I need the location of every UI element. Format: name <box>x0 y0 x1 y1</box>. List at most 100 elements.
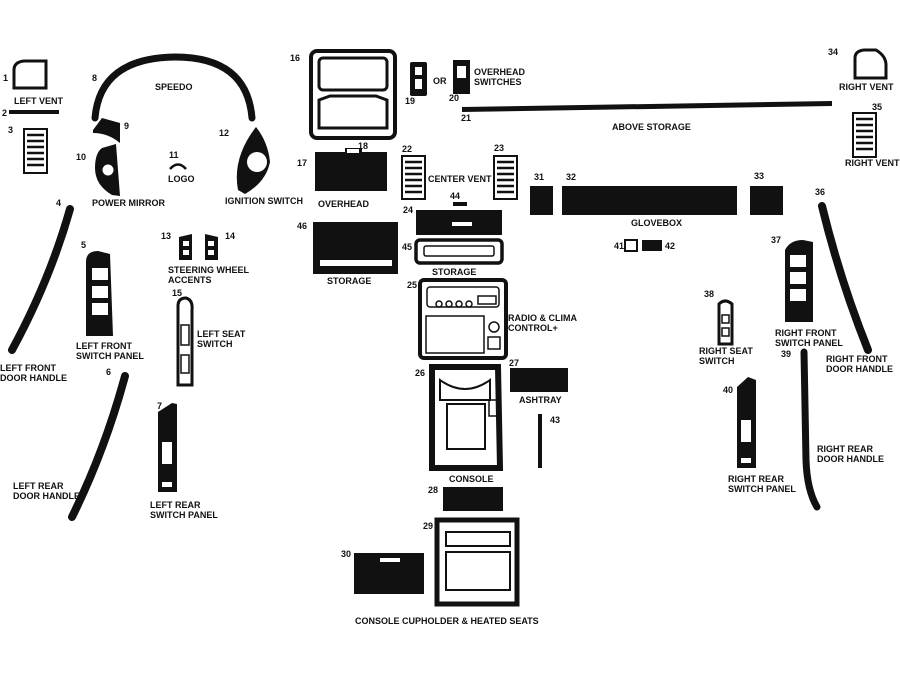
label-storage-left: STORAGE <box>327 276 371 286</box>
label-left-rear-door-handle: LEFT REAR DOOR HANDLE <box>13 481 80 501</box>
part-14-steering-accent-right <box>205 234 218 260</box>
part-number-8: 8 <box>92 73 97 83</box>
part-number-26: 26 <box>415 368 425 378</box>
part-23-center-vent-right <box>493 155 518 200</box>
part-number-38: 38 <box>704 289 714 299</box>
label-left-vent: LEFT VENT <box>14 96 64 106</box>
part-number-36: 36 <box>815 187 825 197</box>
part-39-right-rear-door-handle <box>800 348 821 511</box>
part-number-43: 43 <box>550 415 560 425</box>
label-radio-clima: RADIO & CLIMA CONTROL+ <box>508 313 579 333</box>
label-right-rear-switch-panel: RIGHT REAR SWITCH PANEL <box>728 474 796 494</box>
label-left-front-switch-panel: LEFT FRONT SWITCH PANEL <box>76 341 144 361</box>
part-number-41: 41 <box>614 241 624 251</box>
part-4-left-front-door-handle <box>8 205 74 354</box>
part-number-5: 5 <box>81 240 86 250</box>
part-number-40: 40 <box>723 385 733 395</box>
label-overhead-switches: OVERHEAD SWITCHES <box>474 67 528 87</box>
label-right-vent-bottom: RIGHT VENT <box>845 158 900 168</box>
label-console: CONSOLE <box>449 474 494 484</box>
part-15-left-seat-switch <box>176 296 194 387</box>
part-7-left-rear-switch-panel <box>158 403 177 492</box>
part-number-37: 37 <box>771 235 781 245</box>
part-number-31: 31 <box>534 172 544 182</box>
part-number-12: 12 <box>219 128 229 138</box>
part-5-left-front-switch-panel <box>86 251 113 336</box>
part-number-11: 11 <box>169 150 179 160</box>
part-31-glovebox-left <box>530 186 553 215</box>
part-20-overhead-switch <box>453 60 470 94</box>
part-46-storage <box>313 222 398 274</box>
label-left-seat-switch: LEFT SEAT SWITCH <box>197 329 248 349</box>
part-11-logo <box>169 163 187 170</box>
part-30-heated-seats <box>354 553 424 594</box>
part-number-42: 42 <box>665 241 675 251</box>
part-32-glovebox <box>562 186 737 215</box>
label-power-mirror: POWER MIRROR <box>92 198 165 208</box>
part-number-14: 14 <box>225 231 235 241</box>
part-number-20: 20 <box>449 93 459 103</box>
part-12-ignition-switch <box>236 127 270 194</box>
part-number-9: 9 <box>124 121 129 131</box>
label-center-vent: CENTER VENT <box>428 174 492 184</box>
label-glovebox: GLOVEBOX <box>631 218 682 228</box>
part-number-1: 1 <box>3 73 8 83</box>
part-38-right-seat-switch <box>717 299 734 346</box>
part-36-right-front-door-handle <box>818 202 872 354</box>
part-number-30: 30 <box>341 549 351 559</box>
part-number-35: 35 <box>872 102 882 112</box>
part-number-18: 18 <box>358 141 368 151</box>
part-27-ashtray <box>510 368 568 392</box>
part-number-16: 16 <box>290 53 300 63</box>
label-right-seat-switch: RIGHT SEAT SWITCH <box>699 346 755 366</box>
part-26-console <box>429 364 504 471</box>
part-2-bar <box>9 110 59 114</box>
part-16-overhead-frame <box>309 49 397 140</box>
part-number-6: 6 <box>106 367 111 377</box>
part-24-storage-piece <box>416 210 502 235</box>
part-28-piece <box>443 487 503 511</box>
part-8-speedo-arc <box>91 53 256 122</box>
part-25-radio-clima-control <box>418 278 508 360</box>
part-35-right-vent-grille <box>852 112 877 158</box>
part-number-24: 24 <box>403 205 413 215</box>
part-number-2: 2 <box>2 108 7 118</box>
part-21-above-storage-bar <box>462 101 832 112</box>
label-right-front-door-handle: RIGHT FRONT DOOR HANDLE <box>826 354 893 374</box>
part-number-3: 3 <box>8 125 13 135</box>
part-9-piece <box>93 118 120 143</box>
label-left-rear-switch-panel: LEFT REAR SWITCH PANEL <box>150 500 218 520</box>
label-logo: LOGO <box>168 174 195 184</box>
label-above-storage: ABOVE STORAGE <box>612 122 691 132</box>
part-number-45: 45 <box>402 242 412 252</box>
part-number-27: 27 <box>509 358 519 368</box>
part-number-23: 23 <box>494 143 504 153</box>
part-34-right-vent <box>853 48 888 80</box>
part-37-right-front-switch-panel <box>785 240 813 322</box>
label-overhead: OVERHEAD <box>318 199 370 209</box>
part-number-21: 21 <box>461 113 471 123</box>
label-right-rear-door-handle: RIGHT REAR DOOR HANDLE <box>817 444 884 464</box>
label-or: OR <box>433 76 447 86</box>
part-19-overhead-switch <box>410 62 427 96</box>
part-number-29: 29 <box>423 521 433 531</box>
label-speedo: SPEEDO <box>155 82 193 92</box>
part-43-strip <box>538 414 542 468</box>
part-3-vent-grille <box>23 128 48 174</box>
part-45-storage-frame <box>414 238 504 265</box>
label-right-vent-top: RIGHT VENT <box>839 82 894 92</box>
label-left-front-door-handle: LEFT FRONT DOOR HANDLE <box>0 363 67 383</box>
label-storage-center: STORAGE <box>432 267 476 277</box>
part-40-right-rear-switch-panel <box>737 377 756 468</box>
part-13-steering-accent-left <box>179 234 192 260</box>
part-number-13: 13 <box>161 231 171 241</box>
part-number-15: 15 <box>172 288 182 298</box>
part-number-25: 25 <box>407 280 417 290</box>
part-41-ring <box>624 239 638 252</box>
part-number-33: 33 <box>754 171 764 181</box>
label-ignition-switch: IGNITION SWITCH <box>225 196 303 206</box>
label-console-cupholder: CONSOLE CUPHOLDER & HEATED SEATS <box>355 616 539 626</box>
part-number-28: 28 <box>428 485 438 495</box>
part-33-glovebox-right <box>750 186 783 215</box>
part-22-center-vent-left <box>401 155 426 200</box>
